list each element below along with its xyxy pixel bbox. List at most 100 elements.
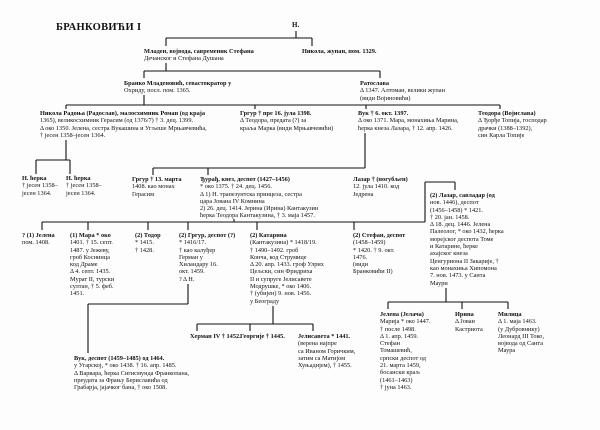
person-text-line: нов. 1446), деспот xyxy=(430,199,479,207)
person-text-line: са Иваном Горичким, xyxy=(298,347,356,355)
person-text-line: † јесен 1358–јесен 1364. xyxy=(40,131,106,139)
person-text-line: Цељски, син Фридриха xyxy=(250,268,313,276)
person-text-line: у Београду xyxy=(250,297,280,305)
person-text-line: (Кантакузина) * 1418/19. xyxy=(250,239,317,247)
person-kcerka2: Н. ћерка† јесен 1358–јесен 1364. xyxy=(66,175,102,197)
person-text-line: (види Војиновићи) xyxy=(360,94,411,102)
person-text-line: † јесен 1358– xyxy=(66,182,102,190)
person-text-line: * 1420. † 9. окт. xyxy=(353,246,395,254)
person-text-line: Δ Ђорђе Топија, господар xyxy=(478,117,547,125)
person-text-line: ахајског кнеза xyxy=(430,250,468,258)
person-text-line: Н. xyxy=(292,21,300,29)
person-text-line: 1365), великосхимник Герасим (од 1376/7)… xyxy=(40,117,194,125)
person-text-line: Милица xyxy=(498,311,522,318)
person-text-line: Грабарја, јајачког бана, † око 1508. xyxy=(74,384,167,392)
person-herman: Херман IV † 1452. xyxy=(190,333,241,340)
person-teodora: Теодора (Војислава)Δ Ђорђе Топија, госпо… xyxy=(478,110,547,139)
person-text-line: војвода од Санта xyxy=(498,340,544,348)
person-text-line: 2) 26. дец. 1414. Јерина (Ирина) Кантаку… xyxy=(200,205,319,213)
person-text-line: (1) Мара * око xyxy=(70,232,111,239)
person-text-line: Маура xyxy=(498,347,516,355)
person-text-line: султан, † 5. феб. xyxy=(70,283,114,291)
person-text-line: (2) Катарина xyxy=(250,232,287,239)
person-text-line: Δ 1. маја 1463. xyxy=(498,318,537,326)
person-nikola-radonja: Никола Радоња (Радослав), малосхимник Ро… xyxy=(40,110,207,139)
person-text-line: † после 1498. xyxy=(380,325,416,333)
person-text-line: † као калуђер xyxy=(179,246,216,254)
person-katarina: (2) Катарина(Кантакузина) * 1418/19.† 14… xyxy=(250,232,324,305)
person-text-line: Палеолог, * око 1432, ћерка xyxy=(430,228,504,236)
person-text-line: Δ 4. септ. 1435. xyxy=(70,268,111,276)
person-vuk2: Вук, деспот (1459–1485) од 1464.у Угарск… xyxy=(74,355,189,391)
person-djuradj: Ђурађ, кнез, деспот (1427–1456)* око 137… xyxy=(200,176,318,220)
person-text-line: Хиландару 16. xyxy=(179,261,218,269)
person-text-line: Н. ћерка xyxy=(66,175,91,182)
person-text-line: Вук † 6. окт. 1397. xyxy=(358,110,409,117)
person-text-line: као монахиња Хипомона xyxy=(430,264,497,272)
person-text-line: Ирина xyxy=(455,311,474,318)
person-text-line: 21. марта 1459, xyxy=(380,362,421,370)
person-text-line: (верена најпре xyxy=(298,340,337,348)
person-nikola-zupan: Никола, жупан, пом. 1329. xyxy=(302,48,377,55)
person-text-line: Лазар † (погубљен) xyxy=(353,176,408,183)
person-text-line: српски деспот од xyxy=(380,354,426,362)
person-text-line: Теодора (Војислава) xyxy=(478,110,536,117)
person-text-line: (види xyxy=(353,261,369,269)
person-text-line: Младен, војвода, савременик Стефана xyxy=(144,48,254,55)
person-todor: (2) Тодор* 1415.† 1428. xyxy=(135,232,161,254)
person-text-line: Охриду, посл. пом. 1365. xyxy=(124,87,191,95)
person-text-line: Герасим xyxy=(132,190,155,198)
person-text-line: † (убијен) 9. нов. 1456. xyxy=(250,290,312,298)
person-kcerka1: Н. ћерка† јесен 1358–јесен 1364. xyxy=(22,175,58,197)
person-text-line: Томашевић, xyxy=(380,347,412,355)
person-text-line: босански краљ xyxy=(380,369,420,377)
person-text-line: јесен 1364. xyxy=(22,189,52,197)
person-text-line: Једрена xyxy=(353,190,374,198)
person-text-line: Стефан xyxy=(380,340,400,348)
person-text-line: 12. јула 1410. код xyxy=(353,183,400,191)
person-text-line: Ценгуриона II Закарије, † xyxy=(430,257,499,265)
person-text-line: 1487. у Јежеву, xyxy=(70,246,110,254)
person-text-line: Конча, код Струмице xyxy=(250,253,307,261)
person-text-line: Маури xyxy=(430,279,448,287)
person-text-line: преудата за Фрању Бериславића од xyxy=(74,376,168,384)
person-text-line: (2) Гргур, деспот (?) xyxy=(179,232,236,239)
person-text-line: 1401. † 15. септ. xyxy=(70,239,113,247)
person-text-line: драчки (1388–1392), xyxy=(478,124,533,132)
person-text-line: (1461–1463) xyxy=(380,376,413,384)
person-text-line: Герман у xyxy=(179,253,203,261)
person-georgije: Георгије † 1445. xyxy=(240,333,285,340)
person-text-line: 7. нов. 1473. у Санта xyxy=(430,272,486,280)
person-text-line: Δ Јован xyxy=(455,318,475,326)
person-text-line: Никола, жупан, пом. 1329. xyxy=(302,48,377,55)
person-text-line: 1476. xyxy=(353,253,368,261)
person-text-line: Ђурађ, кнез, деспот (1427–1456) xyxy=(200,176,290,183)
person-text-line: Н. ћерка xyxy=(22,175,47,182)
person-text-line: * 1416/17. xyxy=(179,239,206,247)
person-text-line: ? Δ Н. xyxy=(179,275,195,283)
person-text-line: (у Дубровнику) xyxy=(498,325,540,333)
person-text-line: и Катарине, ћерке xyxy=(430,243,478,251)
person-text-line: Дечанског и Стефана Душана xyxy=(144,55,224,63)
person-text-line: ћерка кнеза Лазара, † 12. апр. 1426. xyxy=(358,124,453,132)
person-text-line: Δ 1347. Алтоман, велики жупан xyxy=(360,87,445,95)
person-text-line: краља Марка (види Мрњавчевићи) xyxy=(240,124,334,132)
person-text-line: син Карла Топије xyxy=(478,131,525,139)
person-grgur1: Гргур † пре 16. јула 1398.Δ Теодора, пре… xyxy=(240,110,333,132)
person-text-line: (2) Тодор xyxy=(135,232,161,239)
person-text-line: Гргур † пре 16. јула 1398. xyxy=(240,110,312,117)
person-text-line: Δ 18. дец. 1446. Јелена xyxy=(430,221,491,229)
person-text-line: Бранко Младеновић, севастократор у xyxy=(124,80,232,87)
person-text-line: затим са Матијом xyxy=(298,354,346,362)
person-text-line: (2) Стефан, деспот xyxy=(353,232,406,239)
page-title: БРАНКОВИЋИ I xyxy=(56,22,142,33)
person-text-line: Бранковићи II) xyxy=(353,268,393,276)
